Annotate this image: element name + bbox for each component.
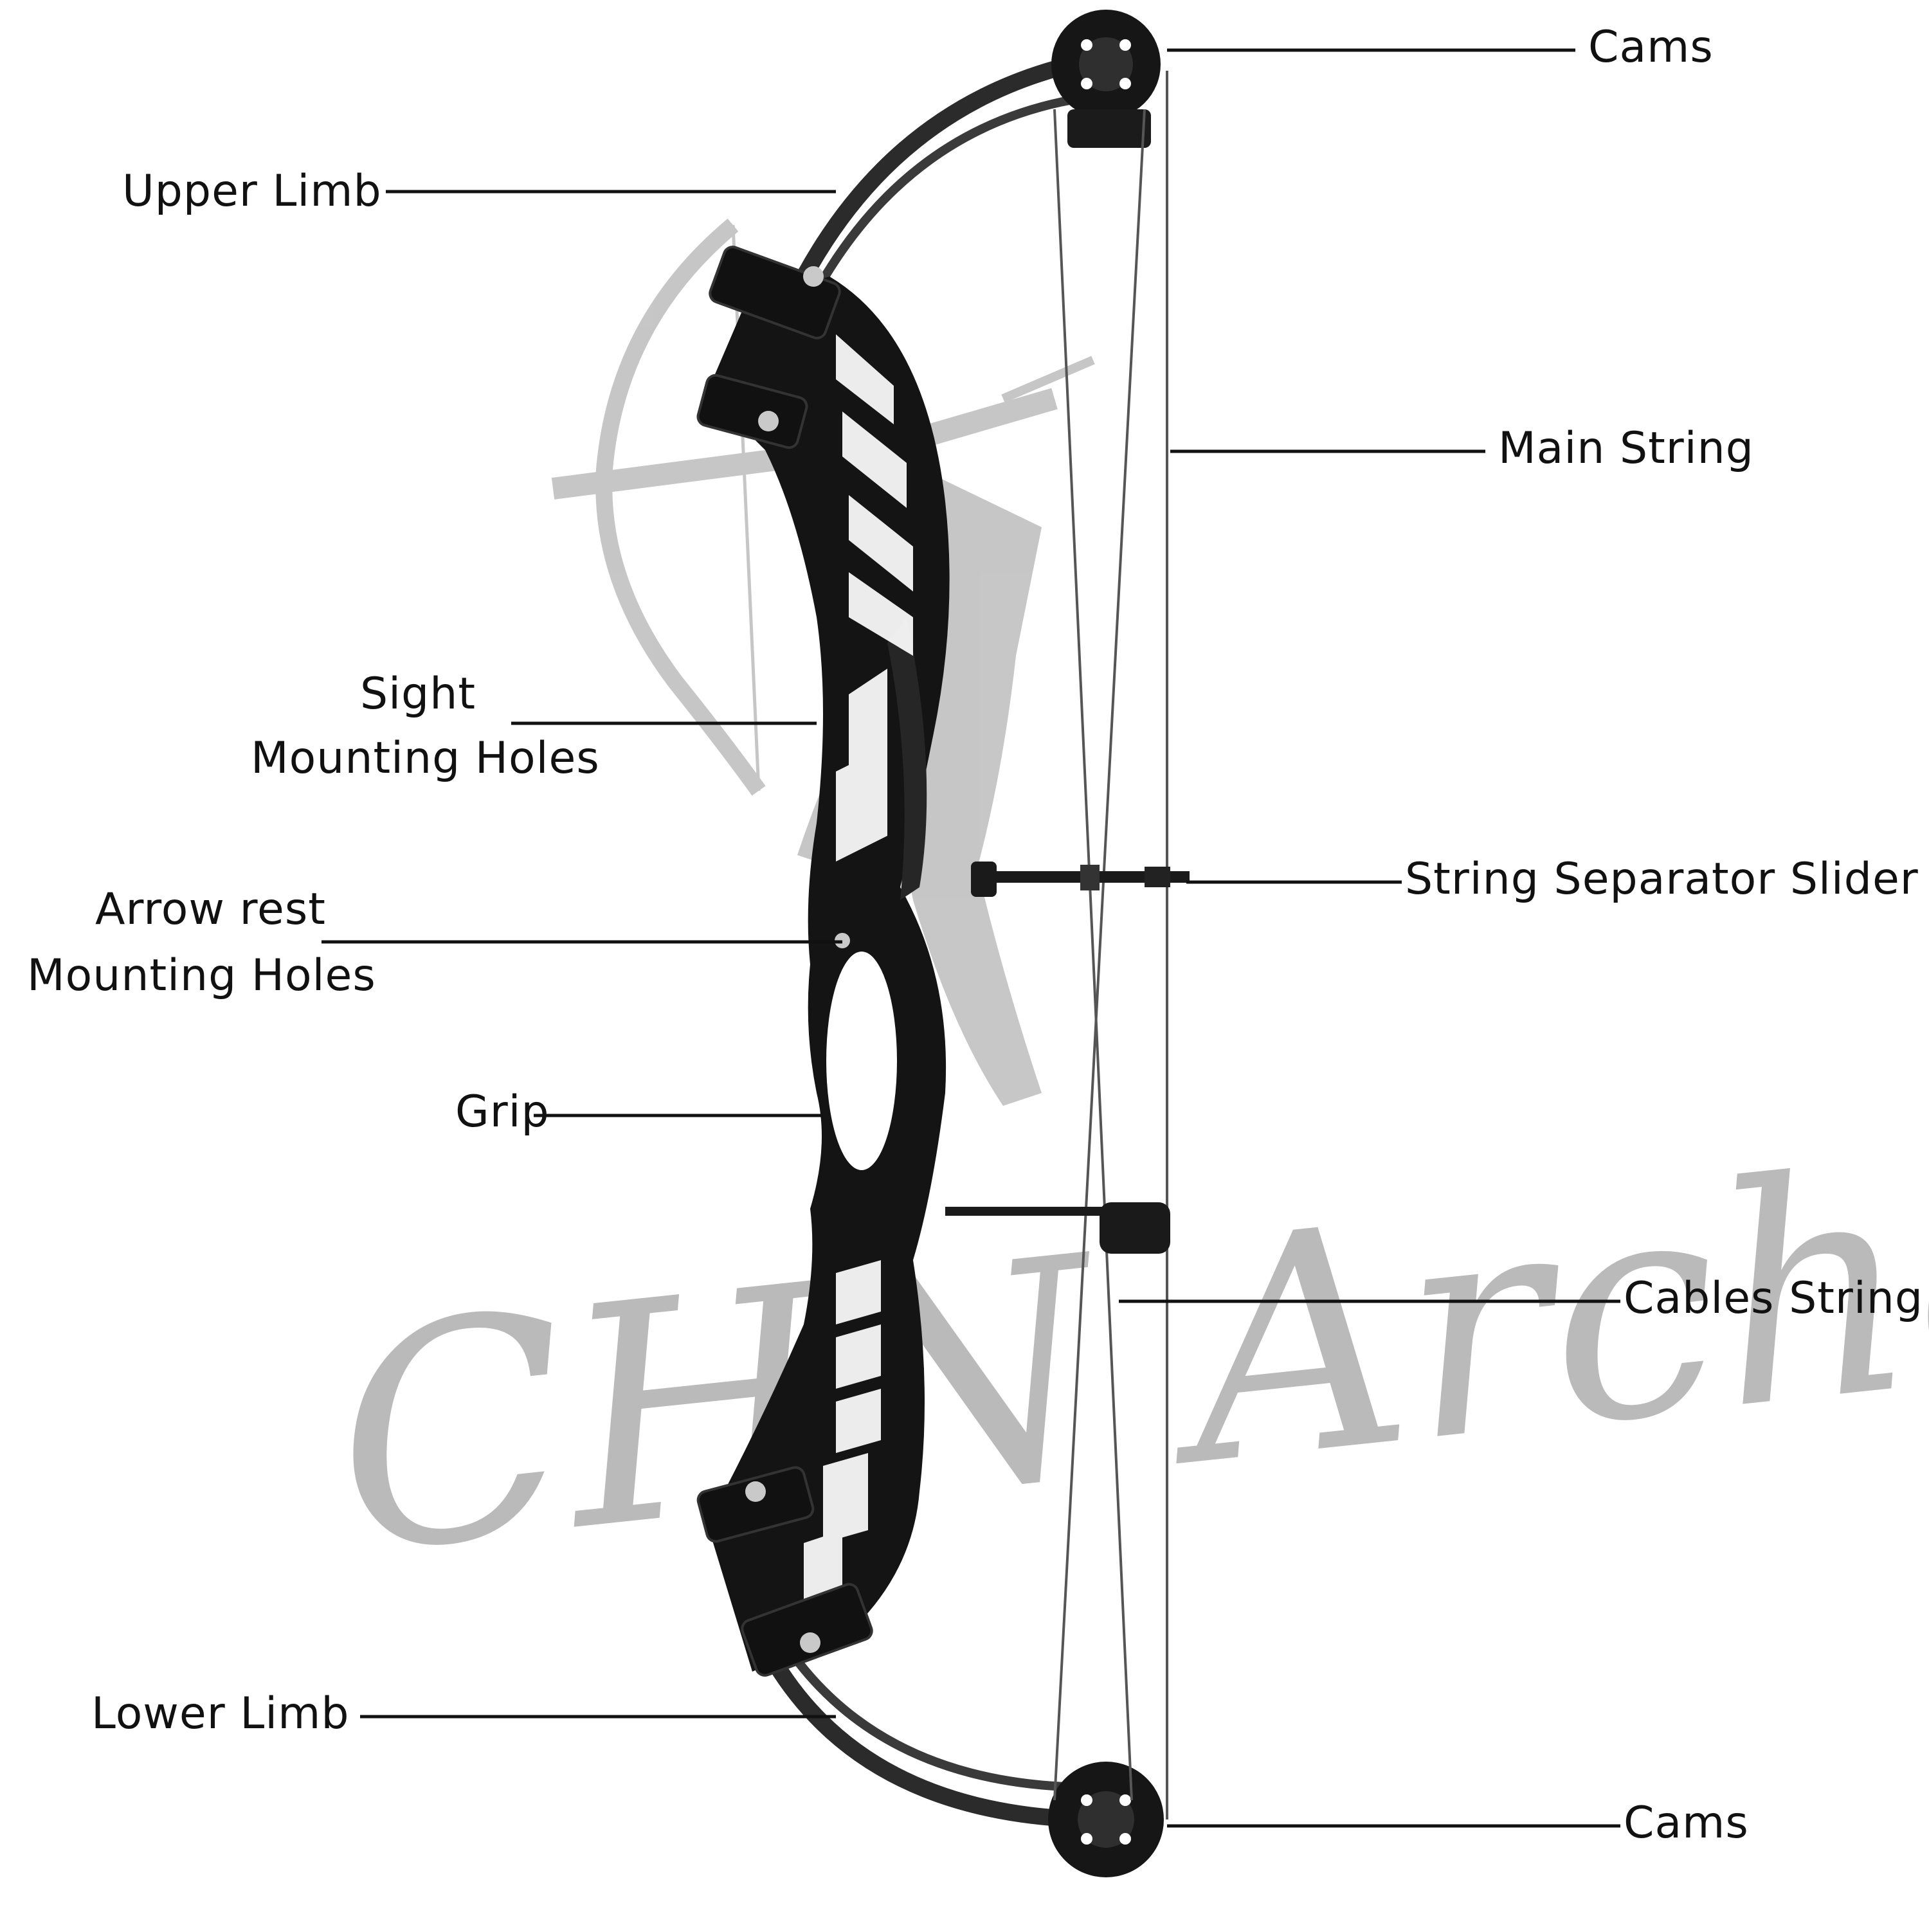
label-lower-limb: Lower Limb (91, 1688, 350, 1739)
label-cables-string: Cables String (1624, 1273, 1924, 1324)
label-cams-top: Cams (1588, 22, 1714, 73)
brand-watermark: CHN Archery (320, 1054, 1929, 1621)
label-upper-limb: Upper Limb (122, 166, 382, 217)
label-arrow-rest-line1: Arrow rest (95, 884, 326, 935)
label-arrow-rest-line2: Mounting Holes (27, 950, 376, 1001)
label-sight-line1: Sight (360, 669, 476, 719)
lower-limb (757, 1638, 1095, 1828)
label-main-string: Main String (1498, 423, 1754, 474)
strings (1053, 71, 1168, 1819)
cable-1 (1053, 109, 1133, 1801)
bow-riser (696, 246, 950, 1677)
leader-lines (322, 48, 1620, 1828)
string-separator-slider (945, 862, 1190, 1254)
label-string-separator: String Separator Slider (1405, 854, 1919, 905)
bow-limbs (757, 53, 1098, 1828)
label-cams-bottom: Cams (1624, 1798, 1749, 1848)
cable-2 (1053, 109, 1146, 1801)
upper-limb (783, 53, 1095, 311)
label-grip: Grip (455, 1087, 550, 1137)
bottom-cam (1048, 1762, 1164, 1877)
label-sight-line2: Mounting Holes (251, 733, 600, 784)
top-cam (1051, 10, 1161, 148)
